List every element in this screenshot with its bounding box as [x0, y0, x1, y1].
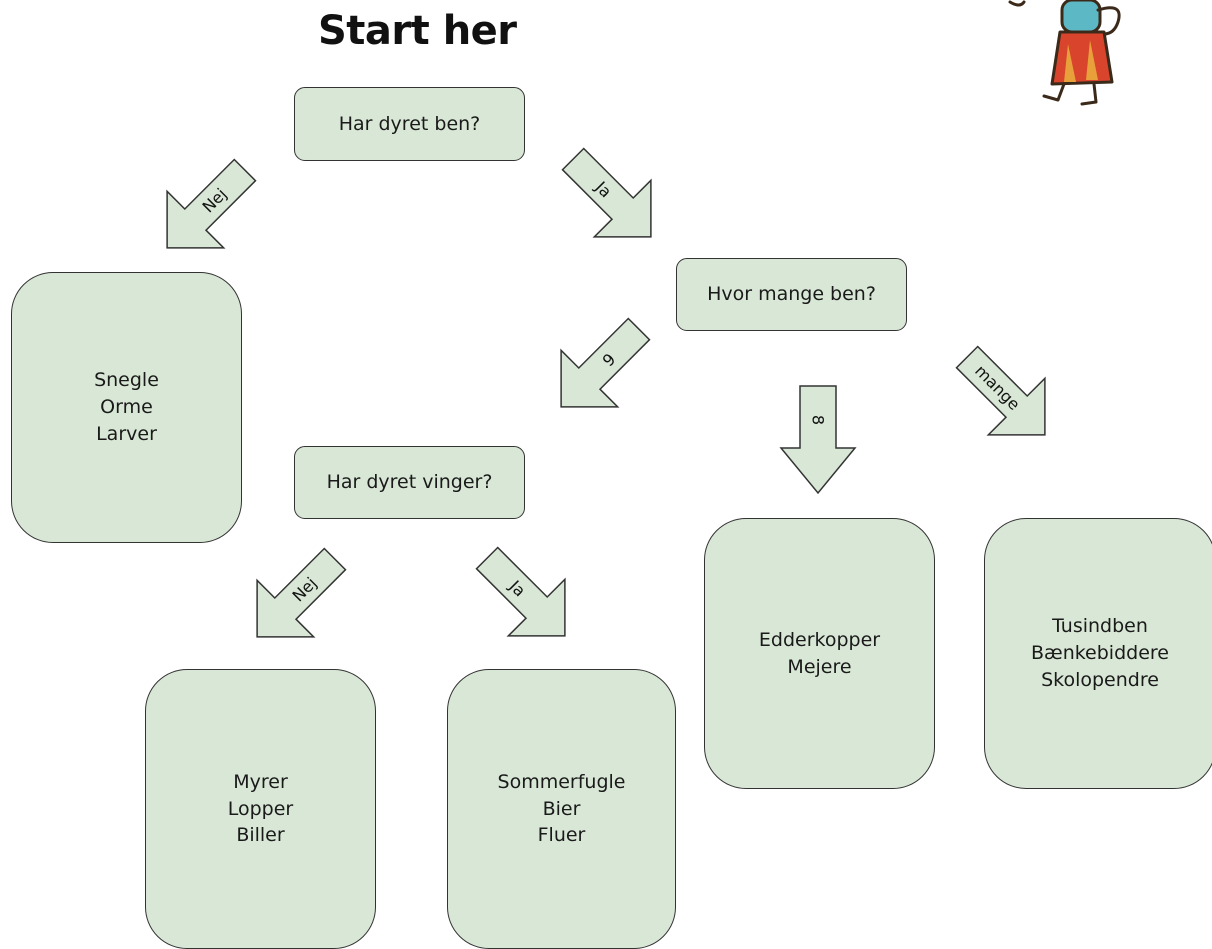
result-no-legs: Snegle Orme Larver: [11, 272, 242, 543]
question-has-wings: Har dyret vinger?: [294, 446, 525, 519]
result-item: Skolopendre: [1041, 668, 1159, 691]
question-has-wings-text: Har dyret vinger?: [326, 471, 493, 494]
result-six-legs-no-wings: Myrer Lopper Biller: [145, 669, 376, 949]
question-how-many-legs-text: Hvor mange ben?: [707, 283, 876, 306]
arrow-legs-8: 8: [779, 385, 857, 495]
mascot-illustration: [1008, 0, 1121, 106]
result-item: Edderkopper: [758, 628, 881, 651]
result-eight-legs: Edderkopper Mejere: [704, 518, 935, 789]
arrow-wings-yes: Ja: [475, 546, 566, 637]
question-how-many-legs: Hvor mange ben?: [676, 258, 907, 331]
question-has-legs-text: Har dyret ben?: [338, 112, 481, 135]
result-item: Larver: [96, 422, 157, 445]
result-item: Fluer: [537, 824, 586, 847]
arrow-wings-no: Nej: [256, 547, 347, 638]
page-title: Start her: [318, 8, 517, 54]
result-six-legs-wings: Sommerfugle Bier Fluer: [447, 669, 676, 949]
result-item: Snegle: [94, 369, 159, 392]
result-many-legs: Tusindben Bænkebiddere Skolopendre: [984, 518, 1212, 789]
result-item: Lopper: [227, 797, 294, 820]
result-item: Biller: [236, 824, 285, 847]
arrow-legs-6: 6: [560, 317, 651, 408]
result-item: Bænkebiddere: [1031, 642, 1169, 665]
result-item: Sommerfugle: [497, 770, 626, 793]
arrow-legs-many: mange: [955, 345, 1046, 436]
result-item: Bier: [542, 797, 581, 820]
result-item: Mejere: [787, 655, 852, 678]
result-item: Orme: [100, 396, 153, 419]
arrow-legs-yes: Ja: [561, 147, 652, 238]
arrow-legs-no: Nej: [166, 158, 257, 249]
arrow-label-legs-8: 8: [809, 415, 828, 425]
question-has-legs: Har dyret ben?: [294, 87, 525, 161]
result-item: Myrer: [233, 770, 288, 793]
result-item: Tusindben: [1052, 615, 1148, 638]
